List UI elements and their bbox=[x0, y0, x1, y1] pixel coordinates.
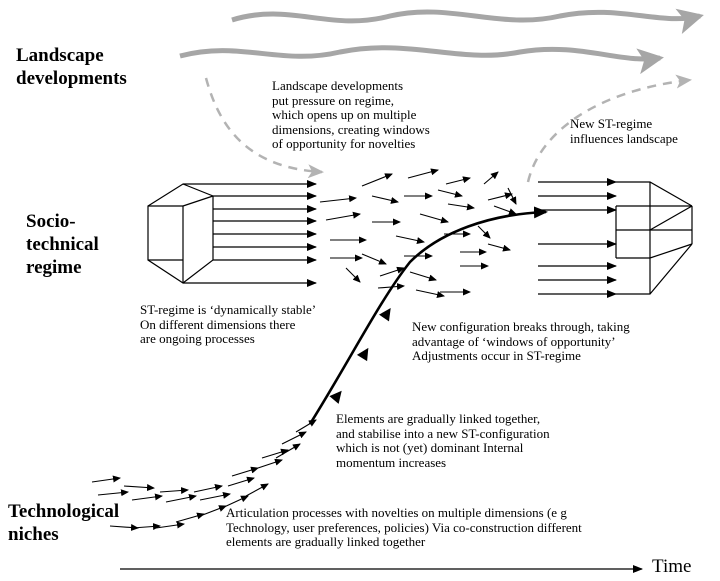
regime-to-landscape-dashed-arrow bbox=[526, 74, 692, 183]
annotation-dynamically-stable: ST-regime is ‘dynamically stable’ On dif… bbox=[140, 302, 317, 347]
new-regime-prism bbox=[538, 178, 693, 298]
landscape-arrows bbox=[179, 8, 704, 75]
landscape-pressure-dashed-arrow bbox=[204, 77, 324, 179]
level-label-landscape: Landscape developments bbox=[16, 45, 127, 89]
annotation-articulation: Articulation processes with novelties on… bbox=[226, 505, 582, 550]
annotation-landscape-pressure: Landscape developments put pressure on r… bbox=[272, 78, 430, 152]
level-label-niches: Technological niches bbox=[8, 501, 120, 545]
current-regime-prism bbox=[147, 180, 317, 287]
landscape-wave-arrow bbox=[231, 8, 704, 34]
scattered-regime-arrows bbox=[319, 168, 517, 298]
trajectory-segment-arrowheads bbox=[329, 308, 391, 404]
level-label-regime: Socio- technical regime bbox=[26, 211, 99, 278]
annotation-breakthrough: New configuration breaks through, taking… bbox=[412, 319, 630, 364]
landscape-wave-arrow bbox=[179, 45, 664, 75]
niche-arrows bbox=[91, 419, 317, 531]
time-axis-label: Time bbox=[652, 556, 692, 577]
niche-breakthrough-trajectory bbox=[308, 206, 548, 425]
annotation-linked-together: Elements are gradually linked together, … bbox=[336, 411, 550, 470]
annotation-new-regime-influence: New ST-regime influences landscape bbox=[570, 116, 678, 146]
